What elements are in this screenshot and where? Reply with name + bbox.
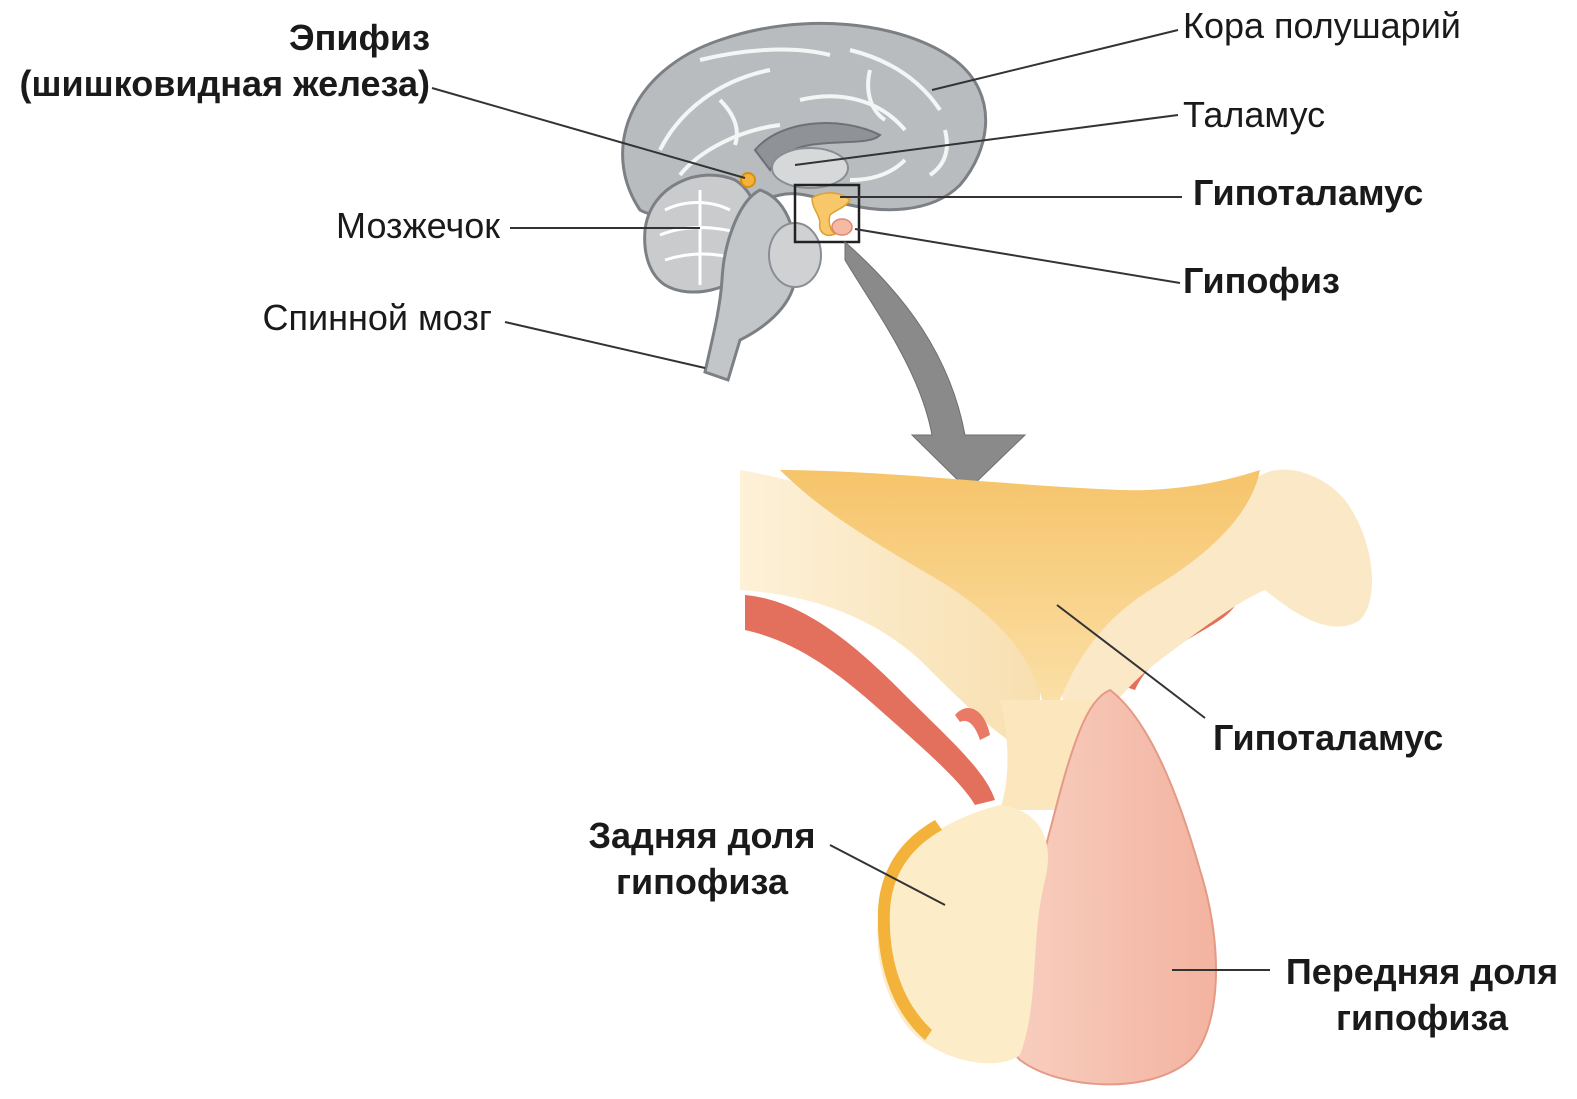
label-posterior-line1: Задняя доля — [588, 815, 815, 856]
brain-illustration — [623, 23, 986, 380]
label-hypothalamus-top: Гипоталамус — [1193, 172, 1423, 213]
zoom-arrow — [845, 242, 1025, 490]
label-anterior-line2: гипофиза — [1336, 997, 1509, 1038]
label-anterior-line1: Передняя доля — [1286, 951, 1558, 992]
label-cerebellum: Мозжечок — [336, 205, 500, 246]
label-pineal-line2: (шишковидная железа) — [20, 63, 430, 104]
leader-cortex — [932, 30, 1178, 90]
posterior-lobe — [877, 805, 1048, 1063]
label-hypothalamus-bottom: Гипоталамус — [1213, 717, 1443, 758]
leader-spinal-cord — [505, 322, 705, 368]
label-pituitary: Гипофиз — [1183, 260, 1340, 301]
label-pineal-line1: Эпифиз — [289, 17, 430, 58]
label-cortex: Кора полушарий — [1183, 5, 1461, 46]
label-spinal-cord: Спинной мозг — [263, 297, 493, 338]
pituitary-detail — [740, 470, 1372, 1085]
label-posterior-line2: гипофиза — [616, 861, 789, 902]
label-thalamus: Таламус — [1183, 94, 1325, 135]
thalamus-area — [772, 148, 848, 188]
pineal-gland — [741, 173, 755, 187]
pituitary-small — [832, 219, 852, 235]
leader-pituitary — [855, 229, 1180, 283]
